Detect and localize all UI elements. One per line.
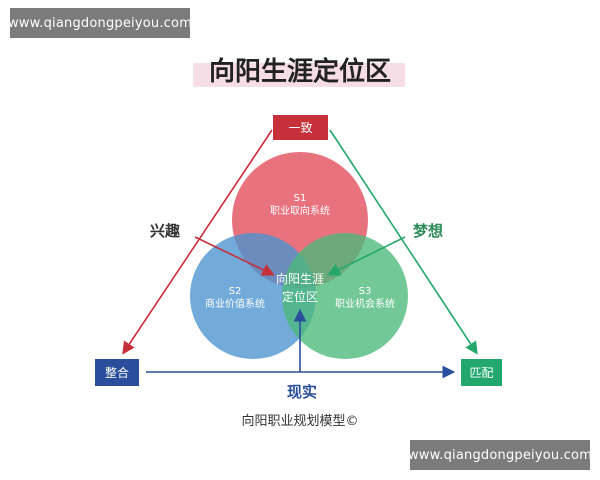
circle-s2-code: S2 [228,286,242,297]
watermark-bottom: www.qiangdongpeiyou.com [408,440,592,470]
node-match: 匹配 [461,359,502,386]
title-highlight [193,63,405,87]
label-reality: 现实 [287,383,318,401]
circle-s2-label: S2 商业价值系统 [190,285,280,311]
watermark-top: www.qiangdongpeiyou.com [8,8,192,38]
circle-s2 [190,233,316,359]
node-integration: 整合 [95,359,139,386]
label-dream: 梦想 [413,222,444,240]
circle-s3-code: S3 [358,286,372,297]
circle-s1-name: 职业取向系统 [270,206,330,217]
edge-right-arrow [329,129,478,355]
diagram-title: 向阳生涯定位区 [208,57,391,87]
interest-pointer [194,236,275,276]
label-interest: 兴趣 [150,222,181,240]
circle-s3-label: S3 职业机会系统 [320,285,410,311]
circle-s1-code: S1 [293,193,307,204]
center-line-1: 向阳生涯 [275,272,324,286]
edge-left-arrow [122,129,273,355]
circle-s2-name: 商业价值系统 [205,299,265,310]
dream-pointer [327,236,406,276]
circle-s1-label: S1 职业取向系统 [255,192,345,218]
circle-s3-name: 职业机会系统 [335,299,395,310]
center-zone-label: 向阳生涯 定位区 [268,270,332,306]
model-caption: 向阳职业规划模型© [241,414,359,429]
center-line-2: 定位区 [281,290,318,304]
node-consistency: 一致 [273,115,328,140]
circle-s3 [282,233,408,359]
